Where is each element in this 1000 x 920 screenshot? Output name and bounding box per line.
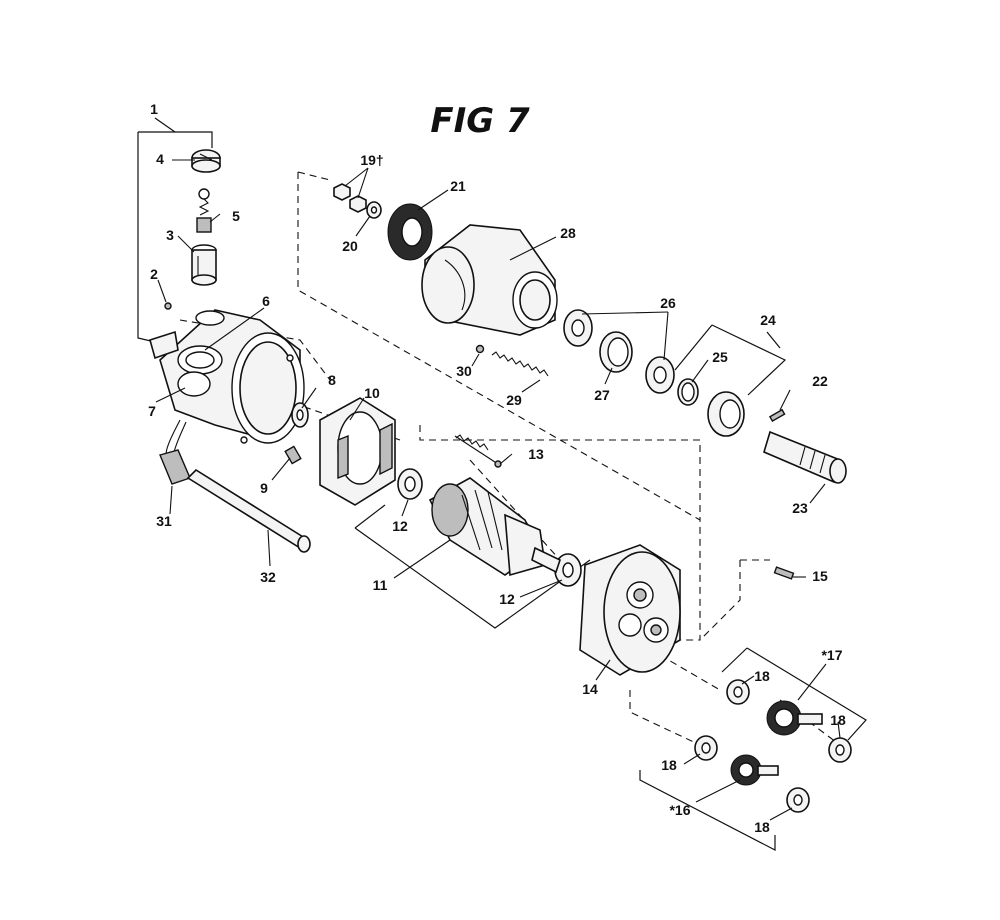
key [768,408,786,423]
motor-housing [149,309,305,444]
callout-28: 28 [560,225,576,241]
callout-26: 26 [660,295,676,311]
callout-2: 2 [150,266,158,282]
armature-bearing-upper [397,468,423,500]
callout-11: 11 [373,577,388,593]
callout-25: 25 [712,349,728,365]
callout-18-a: 18 [754,668,770,684]
callout-10: 10 [364,385,380,401]
callout-16: *16 [669,802,690,818]
washer-20 [366,201,382,219]
callout-labels: 1 4 5 3 2 6 7 8 10 9 12 11 12 13 14 15 *… [148,101,846,835]
callout-23: 23 [792,500,808,516]
callout-27: 27 [594,387,610,403]
bearing-18-b [828,737,852,763]
bearing-26-b [645,356,675,394]
bearing-18-a [726,679,750,705]
callout-18-b: 18 [830,712,846,728]
callout-6: 6 [262,293,270,309]
dowel-pin [773,566,795,580]
cord-assembly [159,419,311,553]
spindle [763,430,847,484]
callout-24: 24 [760,312,776,328]
callout-18-c: 18 [661,757,677,773]
rod-pin [454,434,502,468]
callout-20: 20 [342,238,358,254]
callout-1: 1 [150,101,158,117]
output-gear [387,203,433,261]
callout-13: 13 [528,446,544,462]
callout-30: 30 [456,363,472,379]
retaining-ring [677,378,699,406]
gear-assembly-16 [730,754,779,786]
gear-assembly-17 [766,700,823,736]
bearing-18-d [786,787,810,813]
callout-31: 31 [156,513,172,529]
brush [196,188,212,233]
set-screw [164,302,172,310]
spring [491,351,549,377]
washer [291,402,309,428]
screw [284,445,302,465]
callout-8: 8 [328,372,336,388]
callout-32: 32 [260,569,276,585]
callout-14: 14 [582,681,598,697]
assembly-brackets [137,117,867,851]
callout-5: 5 [232,208,240,224]
brush-holder [191,244,217,286]
callout-21: 21 [450,178,466,194]
gear-case [421,224,558,336]
brush-cap [191,149,221,173]
armature [428,477,561,577]
gear-housing [579,544,681,676]
bearing-26-a [563,309,593,347]
field-coil [319,397,396,506]
callout-19: 19† [360,152,383,168]
bearing-18-c [694,735,718,761]
callout-3: 3 [166,227,174,243]
callout-29: 29 [506,392,522,408]
callout-17: *17 [821,647,842,663]
nuts-19 [333,183,367,213]
callout-18-d: 18 [754,819,770,835]
spacer-27 [599,331,633,373]
callout-9: 9 [260,480,268,496]
callout-22: 22 [812,373,828,389]
callout-12-upper: 12 [392,518,408,534]
callout-15: 15 [812,568,828,584]
callout-leaders [155,159,841,821]
seal-bushing [707,391,745,437]
callout-4: 4 [156,151,164,167]
ball [475,344,485,354]
callout-7: 7 [148,403,156,419]
callout-12-lower: 12 [499,591,515,607]
figure-title: FIG 7 [430,101,530,141]
